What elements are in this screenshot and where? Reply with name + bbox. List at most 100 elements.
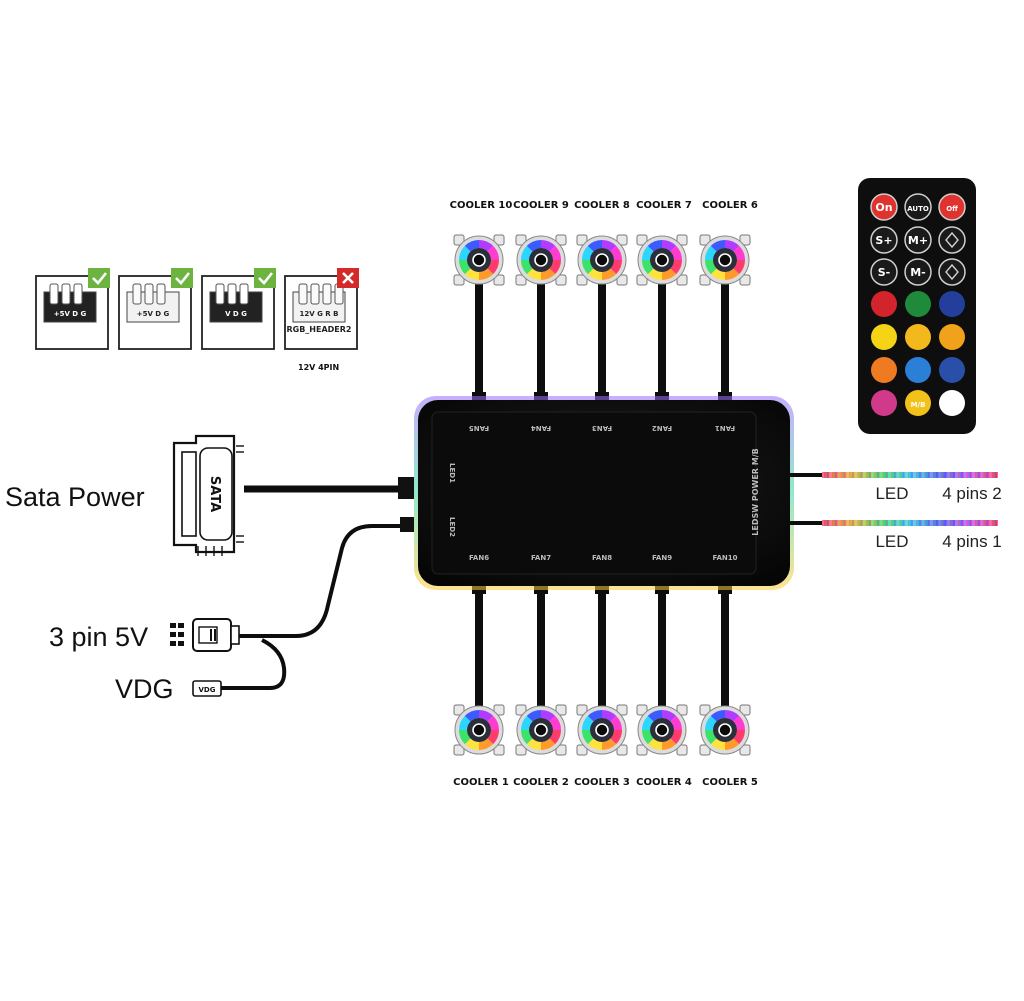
rgb-fan <box>453 704 505 756</box>
vdg-plug-text: VDG <box>199 686 216 694</box>
remote-button <box>905 324 931 350</box>
fan-hub-cap <box>472 723 486 737</box>
fan-ring-segment <box>549 245 561 260</box>
fan-corner <box>453 274 465 286</box>
header-pin <box>73 283 83 305</box>
rgb-header-icon: +5V D G <box>118 268 193 350</box>
rgb-fan <box>699 704 751 756</box>
fan-ring-segment <box>705 245 717 260</box>
remote-button-face <box>939 357 965 383</box>
fan-ring-segment <box>487 245 499 260</box>
remote-button-face <box>870 258 898 286</box>
fan-corner <box>453 744 465 756</box>
top-fan-cable <box>658 282 666 400</box>
fan-corner <box>636 744 648 756</box>
fan-ring-segment <box>647 268 662 280</box>
pin-hub-plug <box>400 517 414 532</box>
three-pin-connector <box>170 618 240 652</box>
fan-ring-segment <box>725 710 740 722</box>
header-pin-label: +5V D G <box>54 310 87 318</box>
top-cooler-label: COOLER 8 <box>574 200 630 211</box>
top-cooler-label: COOLER 6 <box>702 200 758 211</box>
remote-button-face <box>939 324 965 350</box>
top-cooler-label: COOLER 9 <box>513 200 569 211</box>
fan-corner <box>555 274 567 286</box>
fan-ring-segment <box>541 738 556 750</box>
fan-corner <box>676 744 688 756</box>
five-volt-cable <box>239 524 402 638</box>
top-fan-cable <box>721 282 729 400</box>
fan-corner <box>616 744 628 756</box>
fan-corner <box>699 744 711 756</box>
remote-button-face <box>939 390 965 416</box>
bottom-fan-cable <box>721 586 729 710</box>
fan-ring-segment <box>705 730 717 745</box>
fan-ring-segment <box>725 738 740 750</box>
hub-bottom-port-label: FAN7 <box>531 554 551 562</box>
check-badge <box>88 268 110 288</box>
header-pin-label: 12V G R B <box>300 310 339 318</box>
rgb-fan <box>515 704 567 756</box>
fan-corner <box>576 704 588 716</box>
remote-button-face <box>870 193 898 221</box>
fan-ring-segment <box>479 240 494 252</box>
fan-corner <box>555 704 567 716</box>
fan-ring-segment <box>725 268 740 280</box>
fan-corner <box>616 704 628 716</box>
header-pin-label: +5V D G <box>137 310 170 318</box>
header-pin <box>322 283 332 305</box>
remote-button-face <box>870 226 898 254</box>
fan-ring-segment <box>541 710 556 722</box>
remote-button-face <box>904 226 932 254</box>
fan-ring-segment <box>642 730 654 745</box>
fan-ring-segment <box>647 738 662 750</box>
remote-button-face <box>871 291 897 317</box>
fan-corner <box>453 234 465 246</box>
fan-ring-segment <box>610 245 622 260</box>
fan-hub-cap <box>718 723 732 737</box>
remote-button-face <box>938 193 966 221</box>
bottom-cooler-label: COOLER 1 <box>453 777 509 788</box>
fan-ring-segment <box>541 268 556 280</box>
brightness-up-icon <box>945 231 959 249</box>
fan-corner <box>555 744 567 756</box>
fan-ring-segment <box>521 245 533 260</box>
fan-ring-segment <box>602 710 617 722</box>
hub-bottom-port-label: FAN10 <box>713 554 738 562</box>
fan-ring-segment <box>459 260 471 275</box>
bottom-cooler-label: COOLER 3 <box>574 777 630 788</box>
rgb-fan <box>636 234 688 286</box>
remote-button <box>939 291 965 317</box>
fan-ring-segment <box>602 738 617 750</box>
fan-corner <box>636 274 648 286</box>
fan-ring-segment <box>670 730 683 745</box>
fan-ring-segment <box>464 710 479 722</box>
led-strip-cable <box>790 473 824 477</box>
fan-ring-segment <box>610 715 622 730</box>
fan-hub-cap <box>472 253 486 267</box>
fan-ring-segment <box>526 268 541 280</box>
led-pins-label: 4 pins 2 <box>942 484 1002 503</box>
remote-button-face <box>871 324 897 350</box>
fan-corner <box>739 274 751 286</box>
fan-ring-segment <box>710 738 725 750</box>
fan-ring-segment <box>526 710 541 722</box>
fan-ring-segment <box>526 738 541 750</box>
remote-button <box>905 357 931 383</box>
fan-ring-segment <box>662 710 677 722</box>
fan-ring-segment <box>459 245 471 260</box>
rgb-fan <box>453 234 505 286</box>
fan-ring-segment <box>549 730 561 745</box>
header-pin <box>144 283 154 305</box>
fan-ring-segment <box>662 738 677 750</box>
header-pin-label: V D G <box>225 310 247 318</box>
remote-button-face <box>904 193 932 221</box>
rgb-fan <box>576 234 628 286</box>
fan-corner <box>676 234 688 246</box>
brightness-down-icon <box>945 263 959 281</box>
top-cooler-label: COOLER 10 <box>450 200 513 211</box>
